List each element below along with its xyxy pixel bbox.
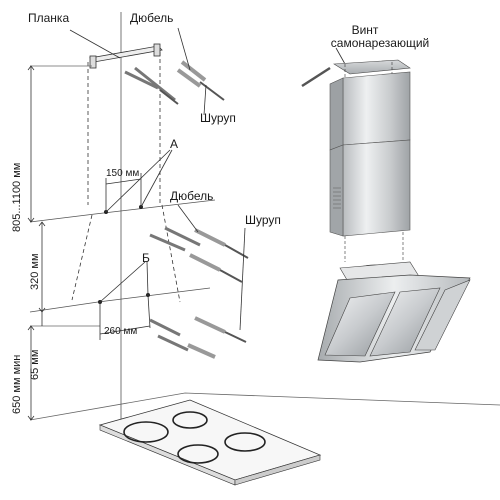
label-dim-260: 260 мм [104,326,137,337]
fasteners-mid [149,204,249,331]
text-labels: Планка Дюбель Шуруп А 150 мм Дюбель Шуру… [28,11,429,337]
label-shurup-mid: Шуруп [245,213,281,227]
label-vint-line2: самонарезающий [331,36,429,50]
fasteners-top [69,27,225,116]
points-b [98,261,151,340]
dim-650: 650 мм мин [11,355,23,414]
dim-65: 65 мм [29,350,41,380]
hood-assembly [301,47,471,363]
label-point-a: А [170,137,178,151]
label-dyubel-top: Дюбель [130,11,173,25]
dimension-lines [27,65,46,421]
dim-320: 320 мм [29,253,41,290]
label-dyubel-mid: Дюбель [170,189,213,203]
label-shurup-top: Шуруп [200,111,236,125]
label-vint-line1: Винт [352,23,379,37]
label-dim-150: 150 мм [106,168,139,179]
points-a [104,149,173,214]
fasteners-bottom [149,316,247,359]
label-point-b: Б [142,251,150,265]
label-planka: Планка [28,11,69,25]
cooktop [98,399,322,486]
dimension-texts: 805...1100 мм 320 мм 65 мм 650 мм мин [11,163,41,414]
dim-height-range: 805...1100 мм [11,163,23,232]
